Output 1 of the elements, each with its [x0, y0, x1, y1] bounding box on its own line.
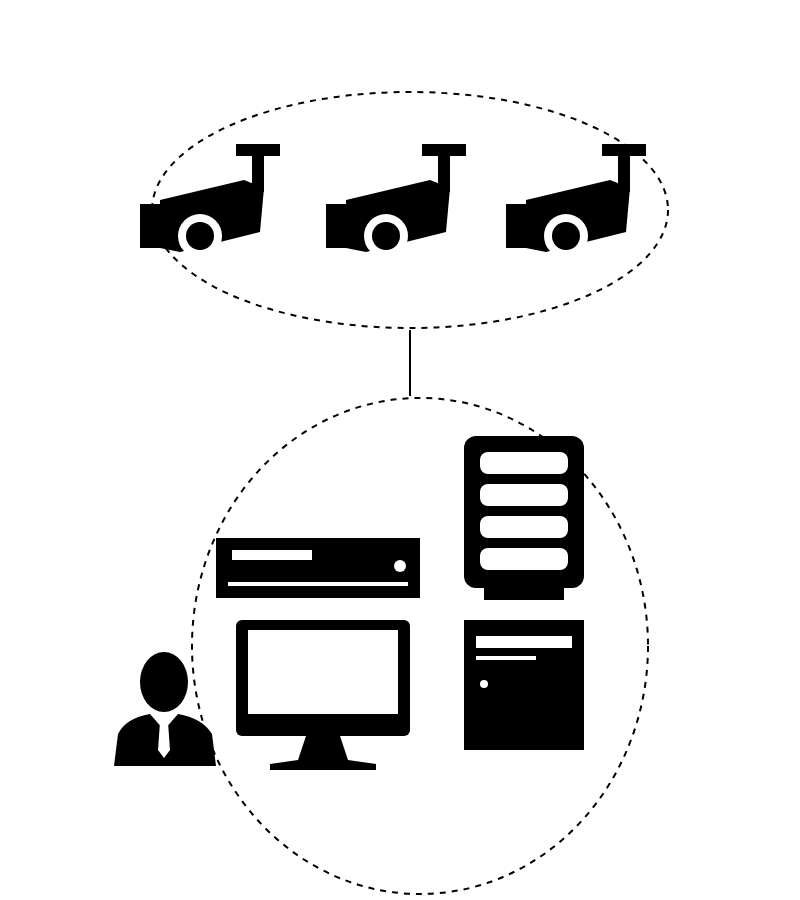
connector-line: [409, 329, 411, 398]
